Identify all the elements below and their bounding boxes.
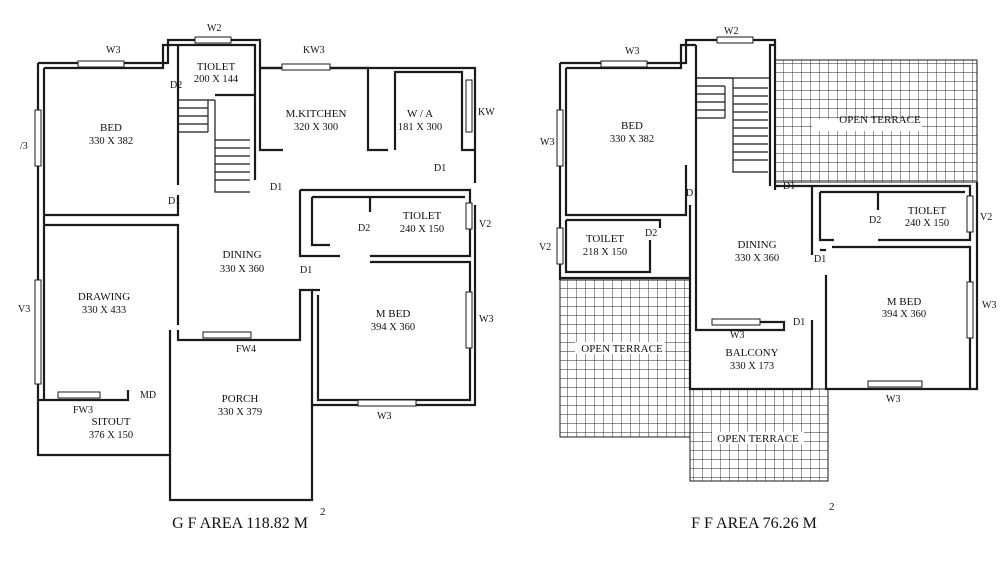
- ff-toilet-name: TIOLET: [908, 205, 947, 217]
- gf-tag-v3: V3: [18, 304, 30, 315]
- gf-tag-w3b: W3: [479, 314, 493, 325]
- gf-bed-size: 330 X 382: [89, 136, 133, 147]
- first-floor-plan: BED 330 X 382 OPEN TERRACE TIOLET 240 X …: [539, 26, 996, 532]
- gf-kitchen-size: 320 X 300: [294, 122, 338, 133]
- gf-toilet-name: TIOLET: [197, 61, 236, 73]
- ff-tag-w3c: W3: [982, 300, 996, 311]
- gf-toilet2-size: 240 X 150: [400, 224, 444, 235]
- ff-tag-v2a: V2: [980, 212, 992, 223]
- gf-tag-d1c: D1: [434, 163, 446, 174]
- gf-tag-d2a: D2: [170, 80, 182, 91]
- ff-terrace3-name: OPEN TERRACE: [717, 433, 799, 445]
- ff-area-label: F F AREA 76.26 M: [691, 515, 817, 532]
- gf-sitout-name: SITOUT: [92, 416, 131, 428]
- gf-sitout-size: 376 X 150: [89, 430, 133, 441]
- ff-tag-w3e: W3: [886, 394, 900, 405]
- gf-area-sup: 2: [320, 506, 326, 518]
- gf-tag-v2: V2: [479, 219, 491, 230]
- ff-toilet2-size: 218 X 150: [583, 247, 627, 258]
- gf-kitchen-name: M.KITCHEN: [286, 108, 347, 120]
- ff-balcony-name: BALCONY: [725, 347, 778, 359]
- gf-porch-name: PORCH: [222, 393, 259, 405]
- gf-tag-d1a: D1: [168, 196, 180, 207]
- ff-dining-name: DINING: [737, 239, 776, 251]
- ff-bed-size: 330 X 382: [610, 134, 654, 145]
- gf-tag-w3a: W3: [106, 45, 120, 56]
- stair-first: [696, 77, 770, 173]
- gf-tag-d1b: D1: [270, 182, 282, 193]
- ff-tag-d1a: D1: [686, 188, 698, 199]
- ff-balcony-size: 330 X 173: [730, 361, 774, 372]
- gf-area-label: G F AREA 118.82 M: [172, 515, 308, 532]
- ff-tag-d2b: D2: [645, 228, 657, 239]
- gf-dining-size: 330 X 360: [220, 264, 264, 275]
- ff-tag-w3b: W3: [540, 137, 554, 148]
- ff-terrace1-name: OPEN TERRACE: [839, 114, 921, 126]
- gf-toilet-size: 200 X 144: [194, 74, 239, 85]
- gf-drawing-size: 330 X 433: [82, 305, 126, 316]
- gf-wa-size: 181 X 300: [398, 122, 442, 133]
- ff-mbed-size: 394 X 360: [882, 309, 926, 320]
- gf-wa-name: W / A: [407, 108, 433, 120]
- gf-tag-kw: KW: [478, 107, 495, 118]
- ff-mbed-name: M BED: [887, 296, 922, 308]
- gf-bed-name: BED: [100, 122, 122, 134]
- gf-tag-fw3: FW3: [73, 405, 93, 416]
- ff-toilet-size: 240 X 150: [905, 218, 949, 229]
- ff-terrace2-name: OPEN TERRACE: [581, 343, 663, 355]
- gf-tag-d1d: D1: [300, 265, 312, 276]
- ff-tag-d1c: D1: [814, 254, 826, 265]
- gf-dining-name: DINING: [222, 249, 261, 261]
- ff-tag-d1d: D1: [793, 317, 805, 328]
- ff-tag-w2: W2: [724, 26, 738, 37]
- gf-mbed-name: M BED: [376, 308, 411, 320]
- ff-toilet2-name: TOILET: [586, 233, 625, 245]
- gf-tag-d2b: D2: [358, 223, 370, 234]
- gf-mbed-size: 394 X 360: [371, 322, 415, 333]
- gf-tag-kw3: KW3: [303, 45, 325, 56]
- stair-ground: [178, 99, 250, 193]
- gf-tag-w2: W2: [207, 23, 221, 34]
- windows-ground: [34, 36, 473, 407]
- gf-tag-md: MD: [140, 390, 156, 401]
- gf-tag-fw4: FW4: [236, 344, 256, 355]
- ff-tag-d2a: D2: [869, 215, 881, 226]
- windows-first: [556, 36, 974, 388]
- gf-porch-size: 330 X 379: [218, 407, 262, 418]
- ff-tag-w3d: W3: [730, 330, 744, 341]
- gf-tag-l3: /3: [20, 141, 28, 152]
- terrace-left: [559, 279, 691, 438]
- ff-area-sup: 2: [829, 501, 835, 513]
- gf-toilet2-name: TIOLET: [403, 210, 442, 222]
- gf-tag-w3c: W3: [377, 411, 391, 422]
- ff-bed-name: BED: [621, 120, 643, 132]
- gf-drawing-name: DRAWING: [78, 291, 130, 303]
- ff-dining-size: 330 X 360: [735, 253, 779, 264]
- ground-floor-plan: BED 330 X 382 TIOLET 200 X 144 M.KITCHEN…: [18, 23, 495, 532]
- ff-tag-v2b: V2: [539, 242, 551, 253]
- ff-tag-d1b: D1: [783, 181, 795, 192]
- ff-tag-w3a: W3: [625, 46, 639, 57]
